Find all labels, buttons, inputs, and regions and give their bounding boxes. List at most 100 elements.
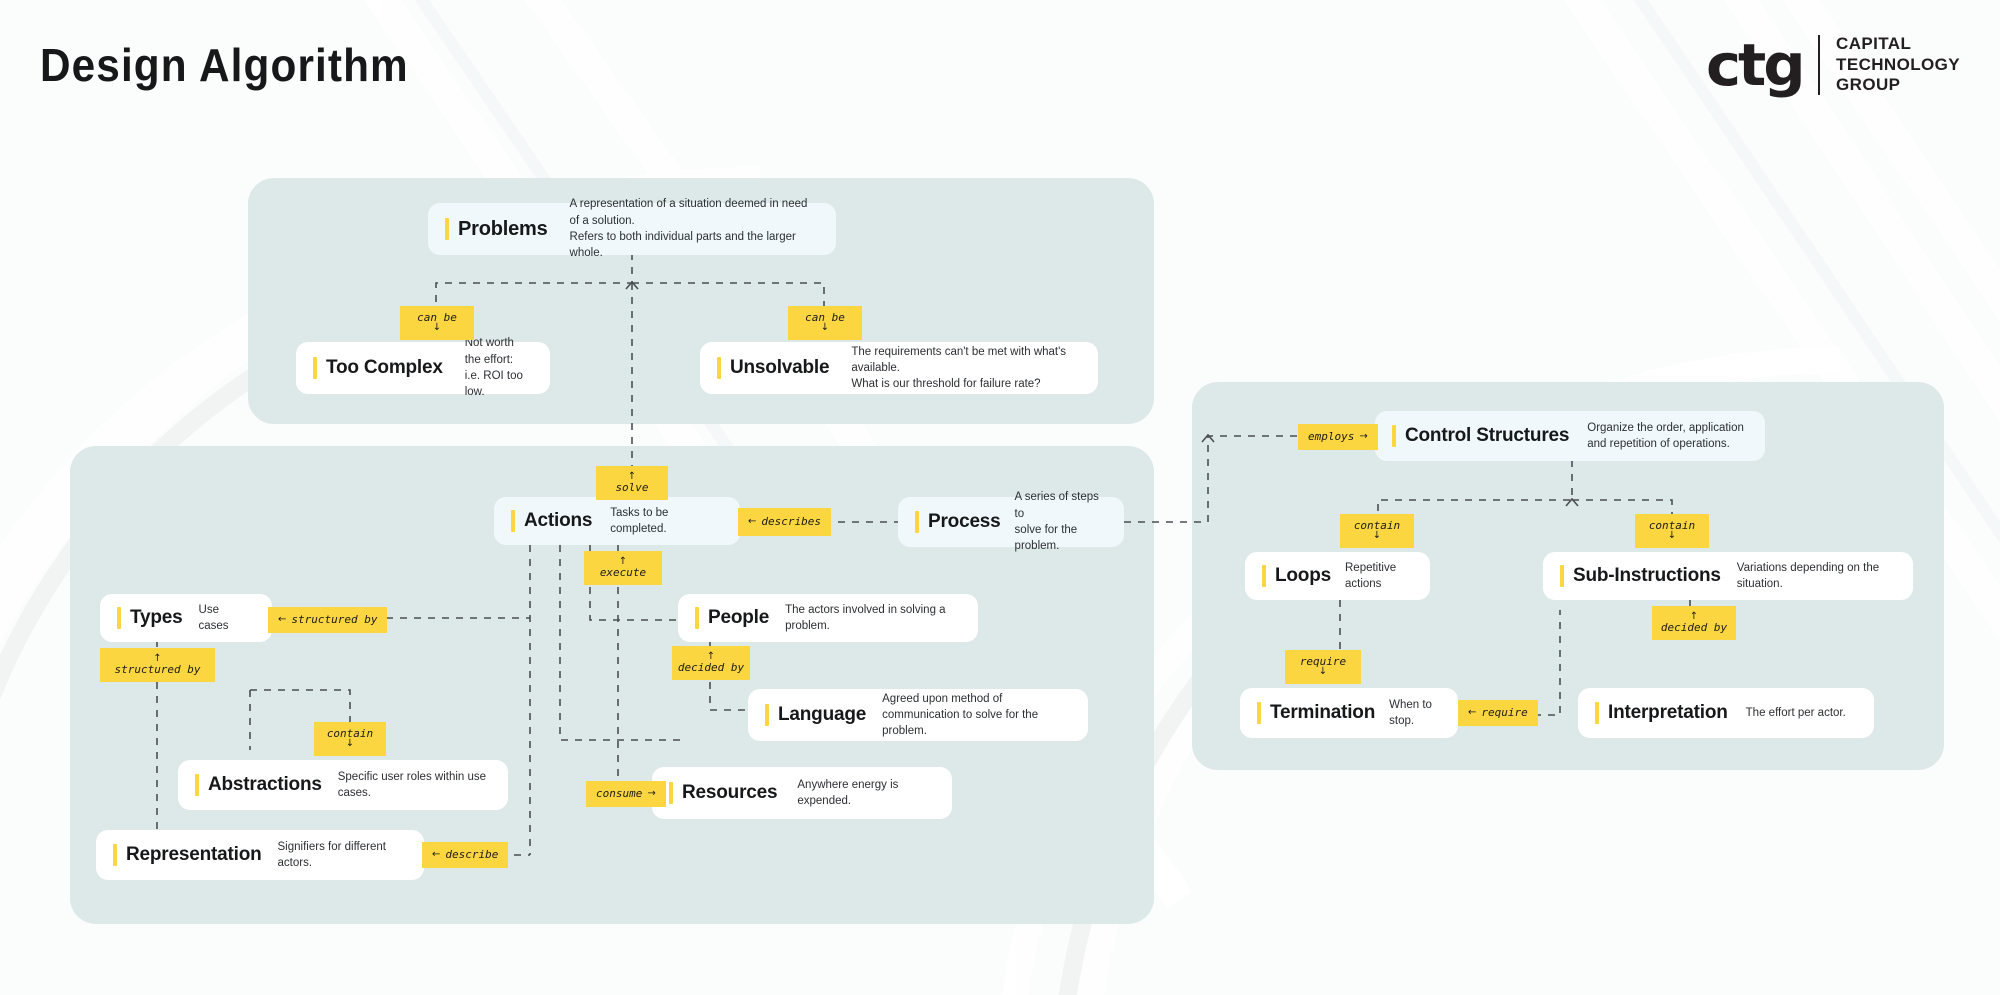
node-title: Language (778, 704, 867, 725)
node-description: A representation of a situation deemed i… (569, 198, 808, 260)
node-card-problems[interactable]: Problems A representation of a situation… (428, 198, 836, 259)
edge-label-text: execute (599, 565, 647, 579)
node-title: Loops (1275, 565, 1331, 586)
accent-bar (511, 510, 515, 532)
node-card-unsolvable[interactable]: Unsolvable The requirements can't be met… (700, 342, 1098, 394)
accent-bar (1595, 702, 1599, 724)
arrow-down-icon: ↓ (820, 322, 830, 334)
edge-label-contain-loops: contain ↓ (1340, 514, 1414, 548)
arrow-right-icon: → (647, 787, 656, 799)
edge-label-text: employs (1308, 430, 1355, 444)
edge-label-text: decided by (1660, 620, 1728, 634)
node-card-types[interactable]: Types Use cases (100, 594, 272, 642)
edge-label-text: contain (1353, 519, 1401, 533)
logo-tagline-line3: GROUP (1836, 75, 1901, 95)
edge-label-text: structured by (291, 613, 378, 627)
accent-bar (195, 774, 199, 796)
edge-label-employs: employs → (1298, 424, 1378, 450)
logo-divider (1818, 35, 1821, 96)
node-card-people[interactable]: People The actors involved in solving a … (678, 594, 978, 642)
node-card-language[interactable]: Language Agreed upon method of communica… (748, 689, 1088, 741)
node-card-resources[interactable]: Resources Anywhere energy is expended. (652, 767, 952, 819)
edge-label-text: require (1481, 706, 1528, 720)
edge-label-require-left: ← require (1458, 700, 1538, 726)
arrow-down-icon: ↓ (345, 738, 355, 750)
edge-label-require-down: require ↓ (1285, 650, 1361, 684)
node-title: Too Complex (326, 357, 443, 378)
node-description: When to stop. (1389, 698, 1432, 727)
node-card-representation[interactable]: Representation Signifiers for different … (96, 830, 424, 880)
node-description: The requirements can't be met with what'… (851, 345, 1067, 391)
logo-tagline: CAPITAL TECHNOLOGY GROUP (1836, 34, 1960, 96)
node-title: Resources (682, 782, 778, 803)
edge-label-consume: consume → (586, 781, 666, 807)
node-description: Tasks to be completed. (610, 506, 669, 535)
node-description: The actors involved in solving a problem… (785, 603, 946, 632)
edge-label-describe: ← describe (422, 842, 509, 868)
edge-label-text: solve (615, 480, 649, 494)
node-card-termination[interactable]: Termination When to stop. (1240, 688, 1458, 738)
node-title: Control Structures (1405, 425, 1570, 446)
arrow-right-icon: → (1359, 430, 1368, 442)
edge-label-execute: ↑ execute (584, 551, 662, 585)
logo-tagline-line1: CAPITAL (1836, 34, 1912, 53)
node-card-abstractions[interactable]: Abstractions Specific user roles within … (178, 760, 508, 810)
node-description: Use cases (198, 603, 229, 632)
node-card-loops[interactable]: Loops Repetitive actions (1245, 552, 1430, 600)
accent-bar (1257, 702, 1261, 724)
edge-label-decided-by-interpretation: ↑ decided by (1652, 606, 1736, 640)
edge-label-text: consume (596, 787, 643, 801)
edge-label-structured-by-down: ↑ structured by (100, 648, 215, 682)
edge-label-text: decided by (677, 660, 745, 674)
node-title: Unsolvable (730, 357, 830, 378)
brand-logo: ctg CAPITAL TECHNOLOGY GROUP (1706, 31, 1960, 100)
arrow-down-icon: ↓ (1372, 530, 1382, 542)
node-title: Sub-Instructions (1573, 565, 1721, 586)
arrow-left-icon: ← (278, 613, 287, 625)
accent-bar (117, 607, 121, 629)
edge-label-decided-by-language: ↑ decided by (672, 646, 750, 680)
node-title: People (708, 607, 770, 628)
accent-bar (1560, 565, 1564, 587)
logo-tagline-line2: TECHNOLOGY (1836, 54, 1960, 74)
node-title: Types (130, 607, 183, 628)
node-description: Specific user roles within use cases. (337, 770, 487, 799)
arrow-up-icon: ↑ (627, 471, 637, 483)
accent-bar (717, 357, 721, 379)
node-title: Actions (524, 510, 593, 531)
edge-label-solve: ↑ solve (596, 466, 668, 500)
node-card-too-complex[interactable]: Too Complex Not worth the effort: i.e. R… (296, 337, 550, 398)
edge-label-text: require (1299, 655, 1347, 669)
node-title: Abstractions (208, 774, 322, 795)
edge-label-text: describe (445, 848, 499, 862)
arrow-left-icon: ← (1468, 706, 1477, 718)
arrow-down-icon: ↓ (432, 322, 442, 334)
accent-bar (1392, 425, 1396, 447)
edge-label-text: structured by (114, 662, 201, 676)
accent-bar (669, 782, 673, 804)
node-title: Problems (458, 217, 548, 240)
logo-wordmark: ctg (1706, 31, 1806, 100)
node-title: Process (928, 511, 1001, 532)
node-description: Signifiers for different actors. (277, 840, 386, 869)
accent-bar (313, 357, 317, 379)
arrow-left-icon: ← (748, 515, 757, 527)
page-title: Design Algorithm (40, 39, 409, 91)
edge-label-text: can be (805, 311, 845, 325)
arrow-up-icon: ↑ (1689, 611, 1699, 623)
node-description: Agreed upon method of communication to s… (882, 692, 1039, 738)
edge-label-contain-subs: contain ↓ (1635, 514, 1709, 548)
node-title: Representation (126, 844, 262, 865)
node-description: Repetitive actions (1345, 561, 1397, 590)
node-card-sub-instructions[interactable]: Sub-Instructions Variations depending on… (1543, 552, 1913, 600)
node-title: Termination (1270, 702, 1376, 723)
node-card-process[interactable]: Process A series of steps to solve for t… (898, 491, 1124, 552)
edge-label-describes: ← describes (738, 508, 831, 536)
node-card-interpretation[interactable]: Interpretation The effort per actor. (1578, 688, 1874, 738)
node-card-actions[interactable]: Actions Tasks to be completed. (494, 497, 740, 545)
accent-bar (1262, 565, 1266, 587)
node-card-control-structures[interactable]: Control Structures Organize the order, a… (1375, 411, 1765, 461)
edge-label-can-be-right: can be ↓ (788, 306, 862, 340)
edge-label-text: describes (761, 515, 821, 529)
node-description: Organize the order, application and repe… (1587, 421, 1744, 450)
